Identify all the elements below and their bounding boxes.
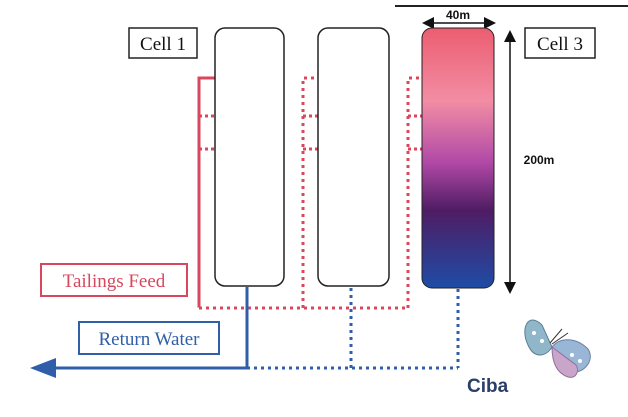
feed-riser-cell-1 xyxy=(197,76,217,308)
arrow-left-icon xyxy=(30,358,56,378)
cell-3-label: Cell 3 xyxy=(524,27,596,59)
return-water-label-text: Return Water xyxy=(98,329,200,350)
brand-logo-text: Ciba xyxy=(467,376,509,397)
width-dimension: 40m xyxy=(422,8,496,29)
tailings-feed-label: Tailings Feed xyxy=(40,263,188,297)
cell-2 xyxy=(317,27,390,287)
feed-pipe-network xyxy=(197,76,422,310)
feed-riser-cell-2 xyxy=(301,76,318,308)
tailings-feed-label-text: Tailings Feed xyxy=(63,271,166,292)
feed-riser-cell-3 xyxy=(406,76,422,308)
butterfly-icon xyxy=(524,319,591,378)
length-dimension: 200m xyxy=(504,30,555,294)
cell-1-label: Cell 1 xyxy=(128,27,198,59)
width-dimension-text: 40m xyxy=(446,8,470,22)
cell-3-label-text: Cell 3 xyxy=(537,34,583,55)
cell-3 xyxy=(421,27,495,289)
return-pipe-network xyxy=(52,287,460,370)
return-water-label: Return Water xyxy=(78,321,220,355)
length-dimension-text: 200m xyxy=(524,153,555,167)
cell-1 xyxy=(214,27,285,287)
cell-1-label-text: Cell 1 xyxy=(140,34,186,55)
